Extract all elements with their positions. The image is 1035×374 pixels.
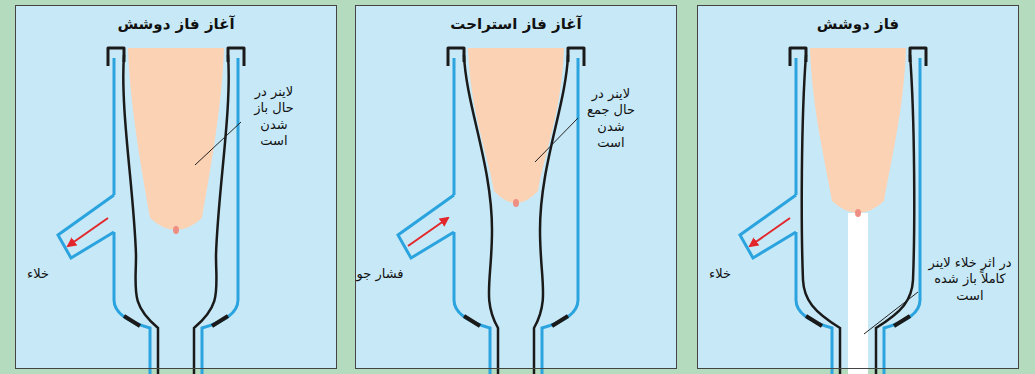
shell-wall: [453, 58, 456, 195]
leader-line: [864, 292, 918, 334]
leader-line: [195, 122, 241, 165]
shell-wall: [202, 58, 238, 374]
panel-title: فاز دوشش: [698, 15, 1018, 33]
phase-panel: فاز دوشش: [697, 5, 1019, 369]
panel-title: آغاز فاز دوشش: [16, 15, 336, 33]
liner-ring: [464, 316, 568, 326]
cup-flange: [448, 48, 584, 66]
teat-tip: [513, 199, 519, 207]
shell-wall: [454, 232, 490, 374]
part-label: فشار جو: [352, 266, 408, 282]
air-flow-arrow: [408, 218, 448, 246]
panel-ground: [355, 5, 677, 369]
part-label: خلاء: [699, 266, 741, 282]
shell-wall: [740, 195, 796, 258]
liner-wall: [534, 55, 568, 374]
shell-wall: [58, 195, 114, 258]
part-label: لاینر در حال جمع شدن است: [582, 86, 640, 151]
liner-wall: [123, 55, 158, 374]
panel-title: آغاز فاز استراحت: [356, 15, 676, 33]
panel-ground: [15, 5, 337, 369]
shell-wall: [113, 58, 116, 195]
liner-ring: [124, 316, 228, 326]
teat-tip: [173, 226, 179, 234]
part-label: در اثر خلاء لاینر کاملاً باز شده است: [922, 255, 1018, 304]
shell-wall: [398, 195, 454, 258]
teat: [128, 48, 224, 230]
liner-ring: [806, 316, 910, 326]
air-flow-arrow: [750, 218, 790, 246]
teat: [468, 48, 564, 203]
teat-tip: [855, 209, 861, 217]
teat: [810, 48, 906, 213]
liner-wall: [194, 55, 229, 374]
cup-flange: [108, 48, 244, 66]
phase-panel: آغاز فاز دوشش: [15, 5, 337, 369]
liner-wall: [464, 55, 498, 374]
shell-wall: [114, 232, 150, 374]
milk-stream: [848, 213, 868, 374]
shell-wall: [795, 58, 798, 195]
phase-panel: آغاز فاز استراحت: [355, 5, 677, 369]
cup-flange: [790, 48, 926, 66]
leader-line: [535, 118, 578, 162]
part-label: خلاء: [17, 266, 59, 282]
part-label: لاینر در حال باز شدن است: [245, 84, 303, 149]
air-flow-arrow: [68, 218, 108, 246]
